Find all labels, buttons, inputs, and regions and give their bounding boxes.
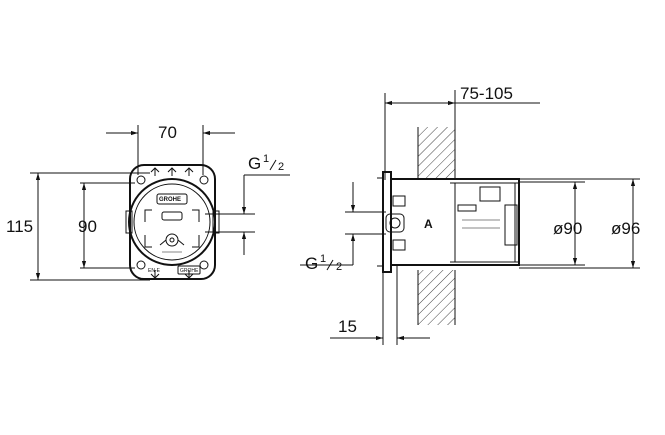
dim-depth-label: 75-105	[460, 84, 513, 103]
front-small-mark: EN-E	[148, 268, 161, 274]
dim-inner-height-label: 90	[78, 217, 97, 236]
front-thread-callout: G 1 2	[205, 153, 290, 255]
front-logo-top: GROHE	[159, 197, 181, 203]
front-view: 70 115 90	[6, 123, 290, 281]
side-thread-label: G	[305, 254, 318, 273]
front-housing: GROHE GROHE EN-E	[125, 164, 220, 280]
front-logo-bottom: GROHE	[180, 268, 199, 274]
dim-diameter-outer-label: ø96	[611, 219, 640, 238]
front-thread-den: 2	[278, 161, 284, 173]
side-marker-letter: A	[424, 217, 433, 231]
front-thread-label: G	[248, 154, 261, 173]
side-thread-num: 1	[320, 253, 326, 265]
dim-flange: 15	[330, 265, 430, 345]
side-thread-den: 2	[336, 261, 342, 273]
front-thread-num: 1	[263, 153, 269, 165]
dim-width-70: 70	[106, 123, 235, 175]
dim-diameters: ø90 ø96	[519, 178, 640, 269]
dim-flange-label: 15	[338, 317, 357, 336]
side-view: 75-105 A	[300, 84, 640, 345]
side-thread-callout: G 1 2	[300, 182, 386, 273]
dim-diameter-inner-label: ø90	[553, 219, 582, 238]
dim-width-label: 70	[158, 123, 177, 142]
dim-depth: 75-105	[384, 84, 540, 180]
side-body: A	[377, 171, 520, 273]
dim-overall-height-label: 115	[6, 217, 33, 236]
dim-height-90: 90	[78, 182, 135, 269]
wall-hatch-lower	[418, 270, 455, 325]
wall-hatch-upper	[418, 127, 455, 179]
dim-height-115: 115	[6, 172, 150, 281]
